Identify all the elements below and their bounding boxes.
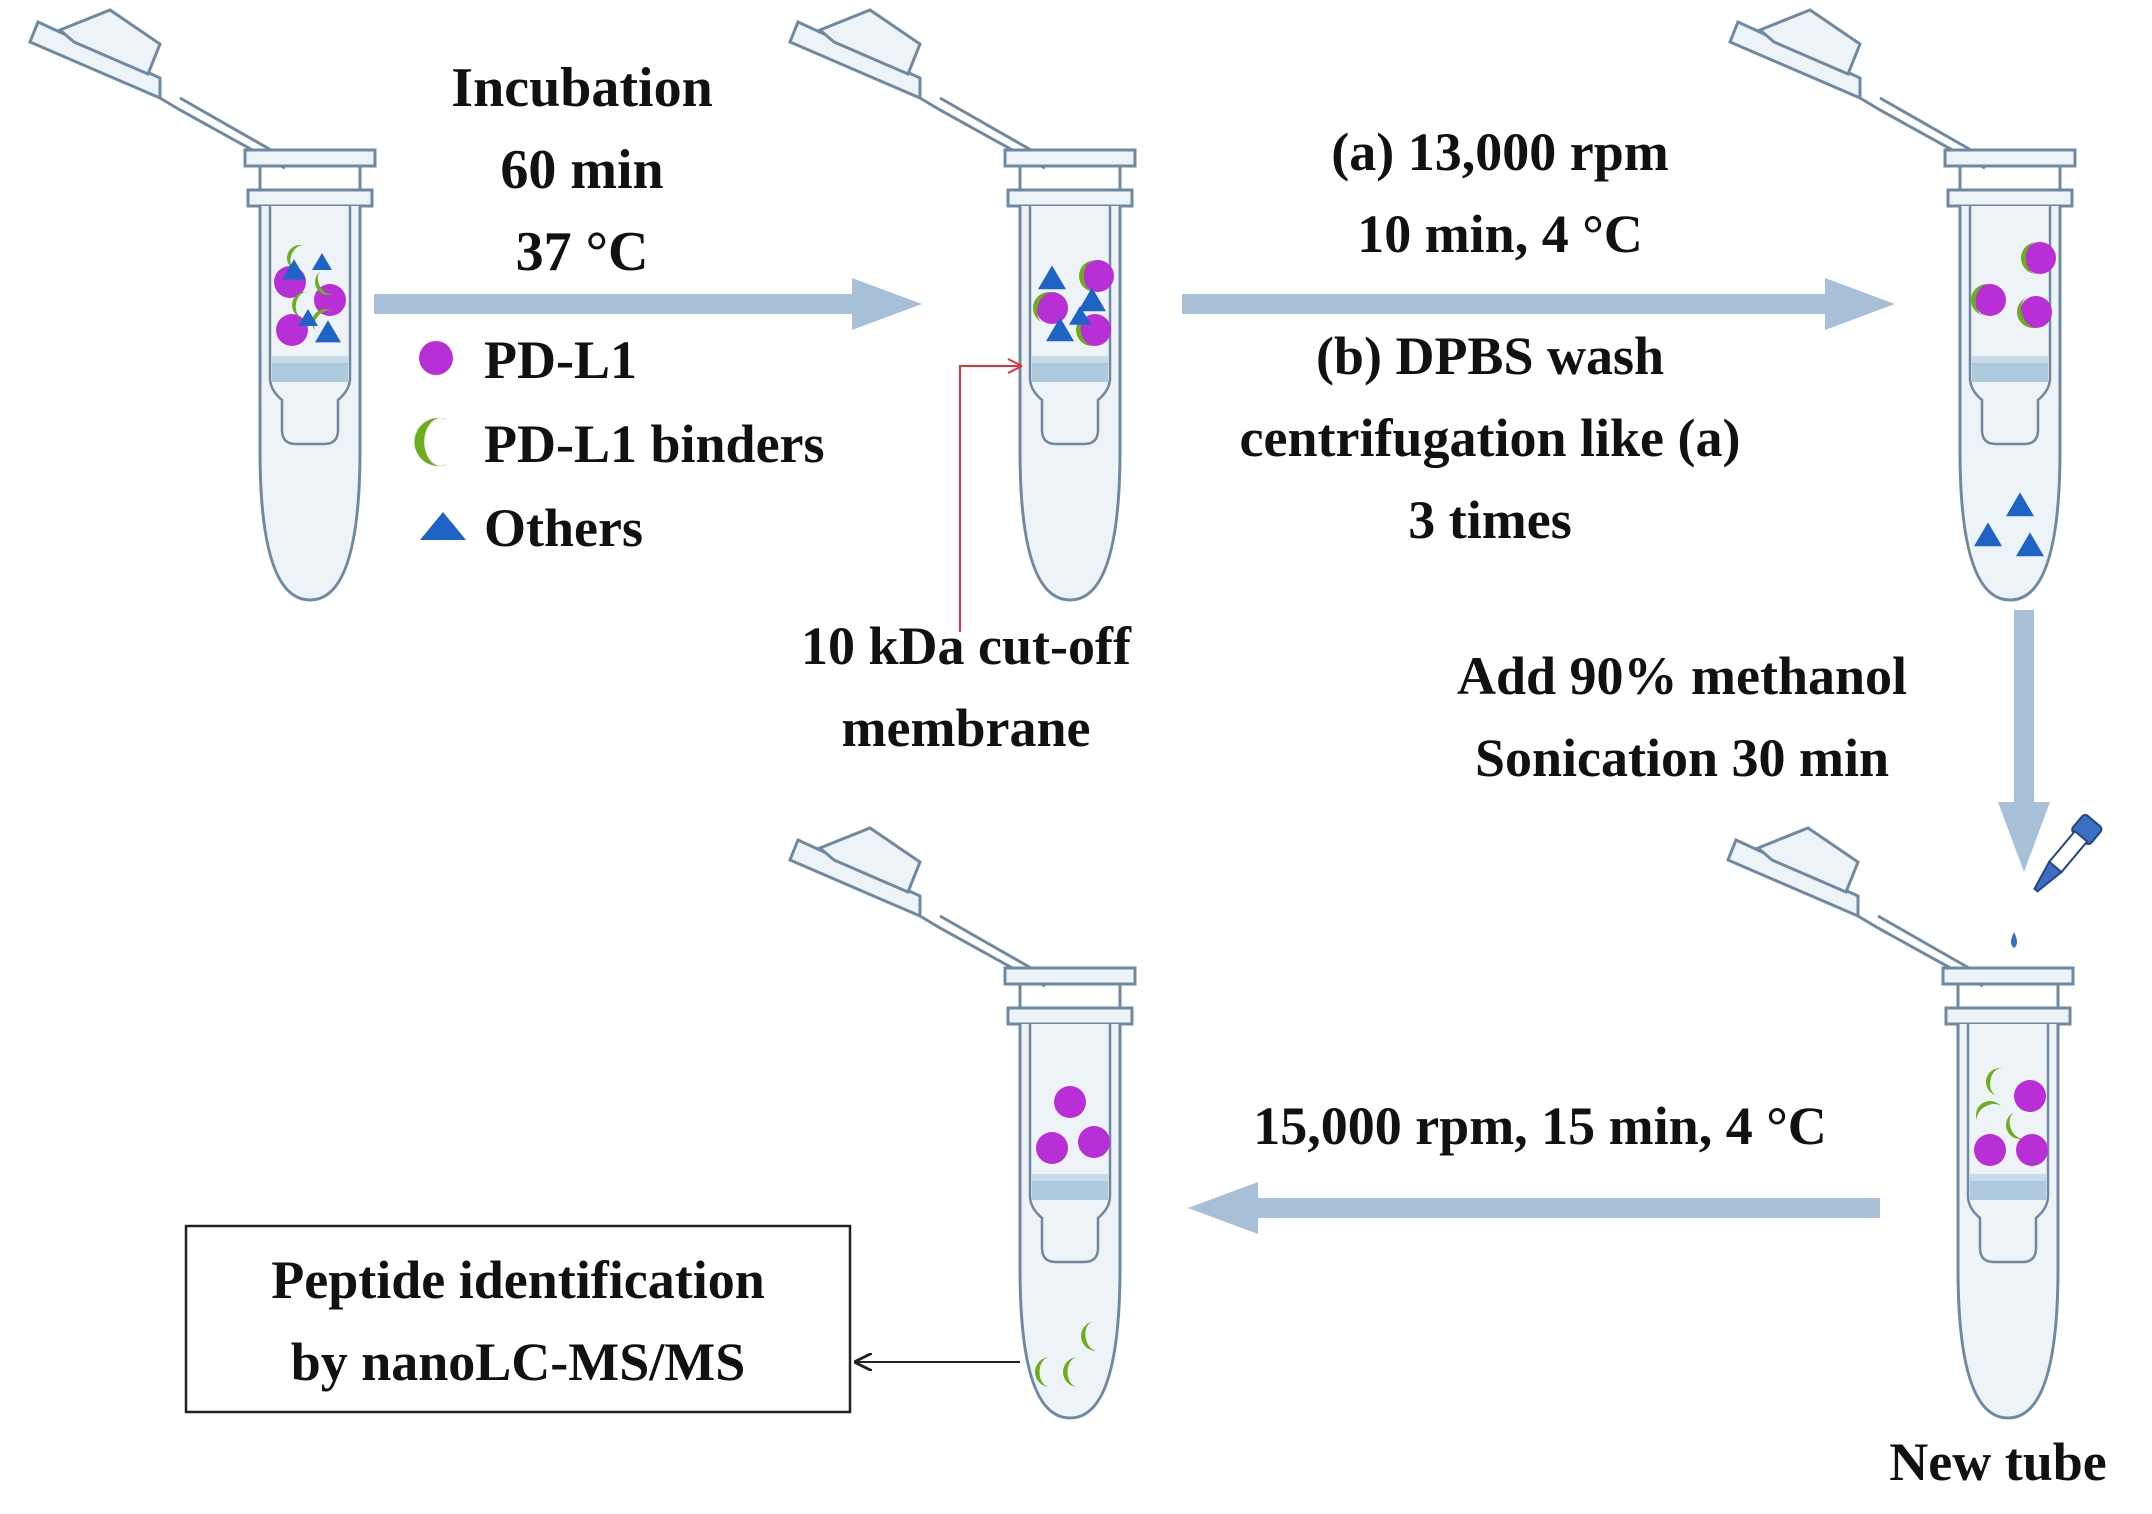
binder-particle	[287, 245, 305, 271]
pdl1-particle	[1082, 260, 1114, 292]
arrow-final-spin	[1188, 1182, 1880, 1234]
final-spin-label: 15,000 rpm, 15 min, 4 °C	[1253, 1096, 1827, 1156]
tube-rim	[1941, 966, 2075, 986]
binder-particle	[1971, 284, 1990, 316]
incubation-temp: 37 °C	[516, 221, 649, 283]
tube-lid	[1728, 19, 1862, 101]
binder-particle	[292, 292, 308, 318]
wash-b-line1: (b) DPBS wash	[1316, 326, 1664, 386]
tube-rim	[1003, 148, 1137, 168]
wash-b-line2: centrifugation like (a)	[1240, 408, 1741, 468]
arrow-methanol	[1998, 610, 2050, 872]
arrow-shape	[1182, 278, 1895, 330]
pdl1-particle	[2020, 296, 2052, 328]
arrow-shape	[374, 278, 922, 330]
dropper-icon	[2033, 813, 2103, 893]
pdl1-particle	[1078, 1126, 1110, 1158]
tube-rim	[1943, 148, 2077, 168]
crescent-icon	[414, 417, 448, 467]
tube-body	[1018, 166, 1122, 602]
arrow-incubation	[374, 278, 922, 330]
binder-particle	[2017, 296, 2039, 328]
pdl1-particle	[1054, 1086, 1086, 1118]
new-tube-label: New tube	[1889, 1432, 2106, 1492]
binder-particle	[1035, 1357, 1050, 1387]
tube-lid	[28, 19, 162, 101]
binder-particle	[1081, 1321, 1099, 1351]
binder-particle	[1063, 1357, 1078, 1387]
methanol-line2: Sonication 30 min	[1475, 728, 1889, 788]
pdl1-particle	[1974, 1134, 2006, 1166]
output-box-line2: by nanoLC-MS/MS	[291, 1332, 746, 1392]
tube-lid	[1726, 837, 1860, 919]
binder-particle	[1079, 260, 1095, 292]
centrifuge-a-line2: 10 min, 4 °C	[1357, 204, 1643, 264]
binder-particle	[2021, 242, 2037, 274]
binder-particle	[312, 309, 334, 332]
pdl1-particle	[1036, 292, 1068, 324]
tube-body	[1956, 984, 2060, 1420]
legend-label-binders: PD-L1 binders	[484, 414, 825, 474]
other-particle	[1046, 317, 1074, 342]
methanol-line1: Add 90% methanol	[1457, 646, 1907, 706]
legend-label-pdl1: PD-L1	[484, 330, 637, 390]
other-particle	[298, 309, 318, 326]
binder-particle	[1986, 1068, 2003, 1096]
tube-lid	[788, 837, 922, 919]
incubation-title: Incubation	[451, 57, 712, 119]
tube-3-after-wash	[1728, 8, 2077, 602]
pdl1-particle	[276, 314, 308, 346]
binder-particle	[1976, 1101, 2003, 1122]
tube-lid	[788, 19, 922, 101]
droplet-icon	[2011, 932, 2017, 948]
other-particle	[282, 259, 306, 280]
membrane-label-line2: membrane	[842, 698, 1091, 758]
legend: PD-L1 PD-L1 binders Others	[414, 330, 825, 558]
arrow-shape	[1188, 1182, 1880, 1234]
tube-rim	[1003, 966, 1137, 986]
tube-contents	[274, 242, 2056, 1387]
arrow-shape	[1998, 610, 2050, 872]
other-particle	[1069, 306, 1091, 325]
other-particle	[1078, 287, 1106, 312]
other-particle	[1974, 522, 2002, 547]
binder-particle	[315, 270, 335, 295]
tube-4-final-filter	[788, 826, 1137, 1420]
circle-icon	[419, 341, 453, 375]
tube-body	[1018, 984, 1122, 1420]
pdl1-particle	[1974, 284, 2006, 316]
tube-body	[1958, 166, 2062, 602]
output-box-line1: Peptide identification	[271, 1250, 764, 1310]
pdl1-particle	[2014, 1080, 2046, 1112]
centrifuge-a-line1: (a) 13,000 rpm	[1331, 122, 1668, 182]
arrow-centrifuge	[1182, 278, 1895, 330]
membrane-pointer	[959, 365, 1020, 632]
membrane-label-line1: 10 kDa cut-off	[801, 616, 1132, 676]
binder-particle	[1033, 292, 1055, 324]
output-box	[184, 1224, 852, 1414]
triangle-icon	[420, 512, 466, 540]
pdl1-particle	[2024, 242, 2056, 274]
pdl1-particle	[2016, 1134, 2048, 1166]
legend-label-others: Others	[484, 498, 643, 558]
other-particle	[1038, 265, 1066, 290]
binder-particle	[2006, 1111, 2025, 1139]
other-particle	[312, 253, 332, 270]
tube-rim	[243, 148, 377, 168]
other-particle	[2006, 492, 2034, 517]
wash-b-line3: 3 times	[1408, 490, 1571, 550]
tube-body	[258, 166, 362, 602]
other-particle	[2016, 532, 2044, 557]
other-particle	[315, 320, 341, 343]
incubation-time: 60 min	[500, 139, 663, 201]
pdl1-particle	[1036, 1132, 1068, 1164]
